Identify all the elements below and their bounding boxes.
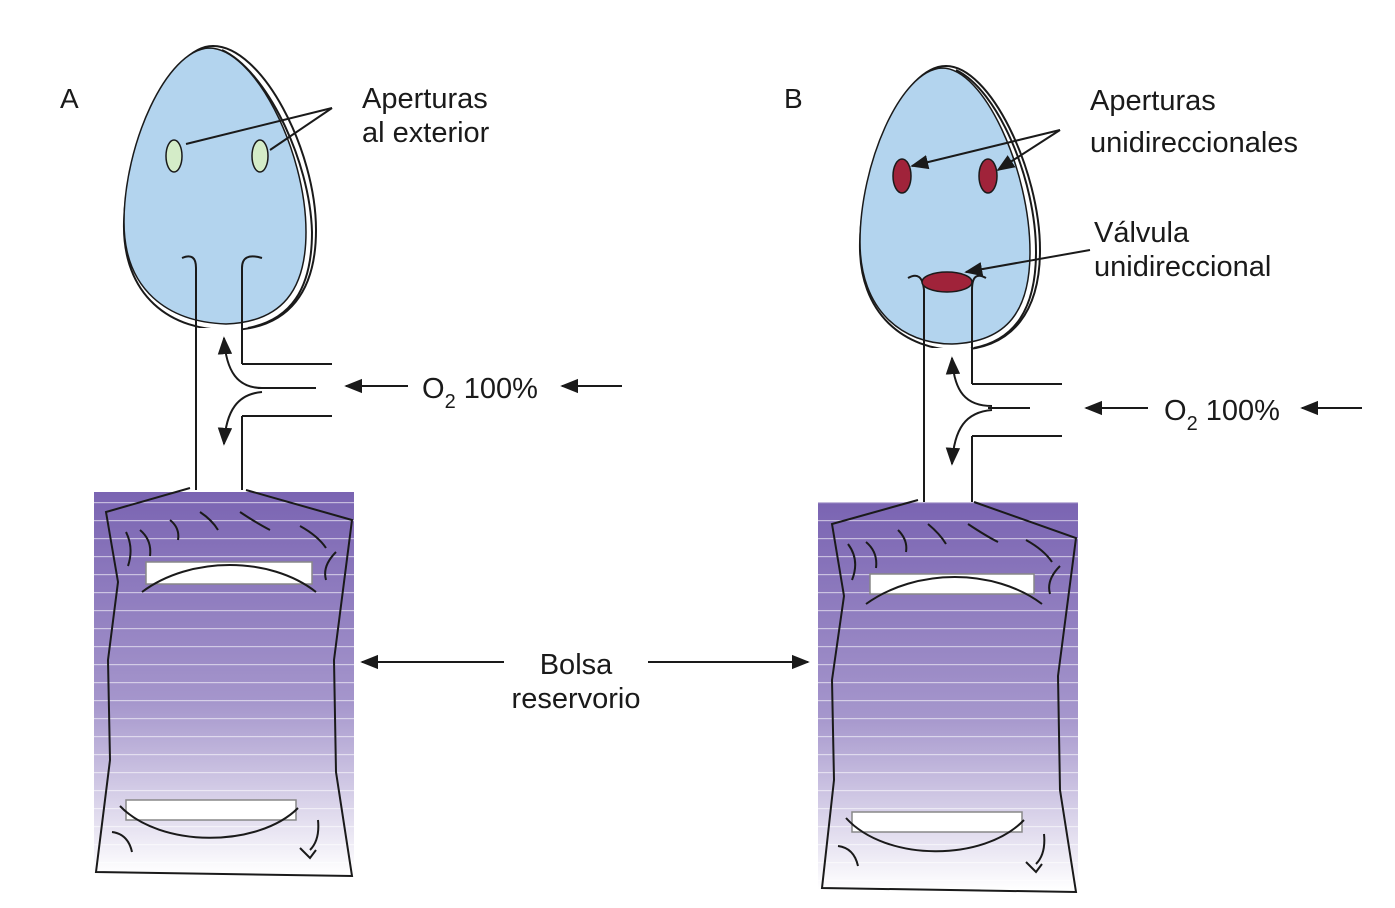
- pointer-arrow: [910, 129, 1061, 170]
- openings-label-a-line2: al exterior: [362, 117, 490, 149]
- openings-label-a-line1: Aperturas: [362, 83, 488, 115]
- pointer-line: [269, 107, 333, 151]
- mask-b: [858, 64, 1042, 352]
- pointer-arrow: [964, 249, 1091, 277]
- panel-b: B: [784, 64, 1362, 894]
- flow-down-arrow: [945, 409, 993, 466]
- valve-label-b-line2: unidireccional: [1094, 251, 1271, 283]
- openings-label-b-line1: Aperturas: [1090, 85, 1216, 117]
- reservoir-label-line1: Bolsa: [540, 649, 613, 681]
- flow-down-arrow: [217, 391, 263, 446]
- shared-reservoir-label: Bolsa reservorio: [360, 649, 810, 715]
- openings-label-b-line2: unidireccionales: [1090, 127, 1298, 159]
- one-way-opening-icon: [892, 158, 912, 194]
- valve-label-b-line1: Válvula: [1094, 217, 1190, 249]
- reservoir-bag-a: [94, 487, 354, 878]
- mask-a: [122, 44, 318, 332]
- reservoir-bag-b: [818, 499, 1078, 894]
- panel-b-label: B: [784, 83, 803, 114]
- opening-icon: [165, 139, 183, 173]
- panel-a: A: [60, 44, 622, 878]
- one-way-valve-icon: [921, 271, 973, 293]
- pointer-arrow: [996, 129, 1061, 171]
- panel-a-label: A: [60, 83, 79, 114]
- one-way-opening-icon: [978, 158, 998, 194]
- flow-up-arrow: [945, 356, 993, 407]
- reservoir-label-line2: reservorio: [512, 683, 641, 715]
- tube-a: [195, 326, 332, 490]
- tube-b: [923, 346, 1062, 502]
- opening-icon: [251, 139, 269, 173]
- pointer-line: [185, 107, 333, 145]
- flow-up-arrow: [217, 336, 263, 389]
